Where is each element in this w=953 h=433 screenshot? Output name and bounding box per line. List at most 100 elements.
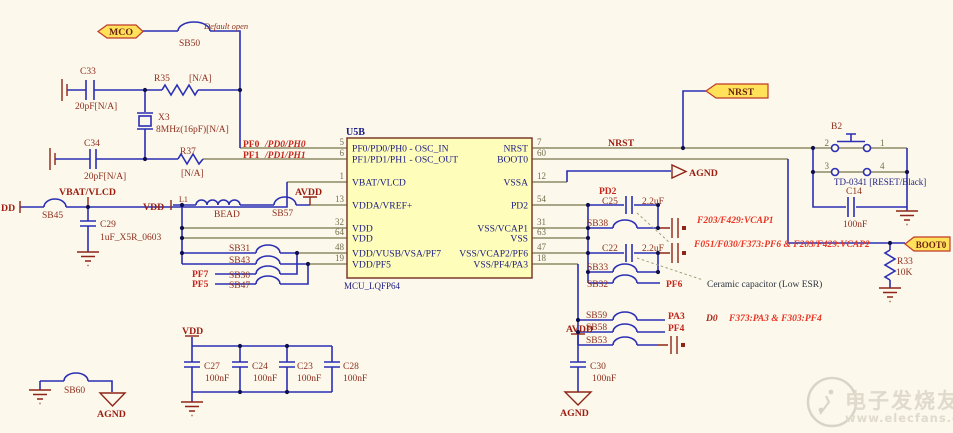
c14-value: 100nF <box>843 220 867 230</box>
c33-label: C33 <box>80 67 96 77</box>
resistors <box>161 83 897 281</box>
sb45-label: SB45 <box>42 211 63 221</box>
ceramic-note: Ceramic capacitor (Low ESR) <box>707 279 822 290</box>
nrst-flag-label: NRST <box>728 87 755 98</box>
pf1-net-label: PF1 <box>243 151 260 161</box>
pin-number: 7 <box>537 137 542 147</box>
sb58-label: SB58 <box>586 323 607 333</box>
mcu-body <box>346 137 533 279</box>
sb60-label: SB60 <box>64 386 85 396</box>
solder-bridge-arcs <box>43 21 638 382</box>
pin-name: PD2 <box>511 201 528 212</box>
r37-value: [N/A] <box>181 169 204 179</box>
pin-number: 60 <box>537 148 547 158</box>
junction-dots <box>85 87 910 395</box>
pin-name: PF0/PD0/PH0 - OSC_IN <box>352 144 449 155</box>
agnd-arrow <box>671 163 688 180</box>
c33-value: 20pF[N/A] <box>75 102 117 112</box>
pin-number: 31 <box>537 217 546 227</box>
bead-inductor <box>195 199 241 206</box>
vdd-port-label: VDD <box>143 202 164 213</box>
pin-name: VSS/VCAP2/PF6 <box>459 249 528 260</box>
sb33-label: SB33 <box>587 263 608 273</box>
vdd-bank-label: VDD <box>182 326 203 337</box>
nrst-net-label: NRST <box>608 138 635 149</box>
c29-label: C29 <box>100 220 116 230</box>
pin-name: VSS/VCAP1 <box>477 224 528 235</box>
c25-value: 2.2uF <box>642 197 664 207</box>
c29-value: 1uF_X5R_0603 <box>100 233 161 243</box>
watermark-brand: 电子发烧友 <box>845 389 953 413</box>
c23-label: C23 <box>297 362 313 372</box>
pin-name: VDDA/VREF+ <box>352 201 412 212</box>
pin-name: VBAT/VLCD <box>352 178 406 189</box>
pin-number: 13 <box>335 194 345 204</box>
watermark: 电子发烧友 www.elecfans.com <box>806 376 953 428</box>
pin-name: VDD <box>352 224 373 235</box>
x3-label: X3 <box>158 113 170 123</box>
pa3-net-label: PA3 <box>668 312 685 322</box>
annotation-notes: F203/F429:VCAP1 F051/F030/F373:PF6 & F20… <box>693 216 870 324</box>
b2-label: B2 <box>831 122 842 132</box>
sb57-label: SB57 <box>272 209 293 219</box>
pin-number: 48 <box>335 242 345 252</box>
mcu-right-pin-names: NRST BOOT0 VSSA PD2 VSS/VCAP1 VSS VSS/VC… <box>459 144 528 271</box>
r35-value: [N/A] <box>189 74 212 84</box>
pf5-net-label: PF5 <box>192 280 209 290</box>
pin-number: 47 <box>537 242 547 252</box>
pin-number: 54 <box>537 194 547 204</box>
pin-name: VDD/VUSB/VSA/PF7 <box>352 249 441 260</box>
c30-label: C30 <box>590 362 606 372</box>
sb31-label: SB31 <box>229 244 250 254</box>
r35-label: R35 <box>154 74 170 84</box>
sb59-label: SB59 <box>586 311 607 321</box>
c24-label: C24 <box>252 362 268 372</box>
capacitor-plates <box>80 80 855 368</box>
mcu-left-pin-names: PF0/PD0/PH0 - OSC_IN PF1/PD1/PH1 - OSC_O… <box>352 144 458 271</box>
b2-pin4: 4 <box>880 161 885 171</box>
sb50-label: SB50 <box>179 39 200 49</box>
pf6-net-label: PF6 <box>666 280 683 290</box>
bead-label: BEAD <box>214 210 240 220</box>
pf0-net-label: PF0 <box>243 140 260 150</box>
c22-label: C22 <box>602 244 618 254</box>
pin-name: VSS/PF4/PA3 <box>473 260 528 271</box>
mco-flag <box>96 24 144 39</box>
sb30-label: SB30 <box>229 271 250 281</box>
pd2-net-label: PD2 <box>599 187 617 197</box>
sb53-label: SB53 <box>586 336 607 346</box>
pin-number: 18 <box>537 253 547 263</box>
pin-name: VSSA <box>503 178 528 189</box>
c24-value: 100nF <box>253 374 277 384</box>
c14-label: C14 <box>846 187 862 197</box>
boot0-flag-label: BOOT0 <box>916 240 947 250</box>
c34-value: 20pF[N/A] <box>84 172 126 182</box>
pin-number: 1 <box>340 171 345 181</box>
x3-value: 8MHz(16pF)[N/A] <box>156 124 229 135</box>
vcap1-note: F203/F429:VCAP1 <box>696 216 774 226</box>
d0-detail-note: F373:PA3 & F303:PF4 <box>728 314 822 324</box>
c27-label: C27 <box>204 362 220 372</box>
sb38-label: SB38 <box>587 219 608 229</box>
agnd-label: AGND <box>689 168 718 179</box>
agnd-c30-label: AGND <box>560 408 589 419</box>
leader-lines <box>636 212 704 281</box>
watermark-logo-icon <box>806 376 858 428</box>
c27-value: 100nF <box>205 374 229 384</box>
mcu-designator: U5B <box>346 127 365 138</box>
c25-label: C25 <box>602 197 618 207</box>
pin-number: 5 <box>340 137 345 147</box>
r37-label: R37 <box>180 147 196 157</box>
component-labels: SB50 Default open C33 20pF[N/A] C34 20pF… <box>42 21 926 396</box>
c30-value: 100nF <box>592 374 616 384</box>
c28-value: 100nF <box>343 374 367 384</box>
crystal-x3 <box>137 112 153 130</box>
pin-number: 63 <box>537 227 547 237</box>
sb32-label: SB32 <box>587 280 608 290</box>
net-flags: MCO NRST BOOT0 <box>96 24 951 252</box>
sb47-label: SB47 <box>229 281 250 291</box>
pf4-net-label: PF4 <box>668 324 685 334</box>
mco-flag-label: MCO <box>109 27 133 38</box>
c22-value: 2.2uF <box>642 244 664 254</box>
pin-number: 32 <box>335 217 344 227</box>
